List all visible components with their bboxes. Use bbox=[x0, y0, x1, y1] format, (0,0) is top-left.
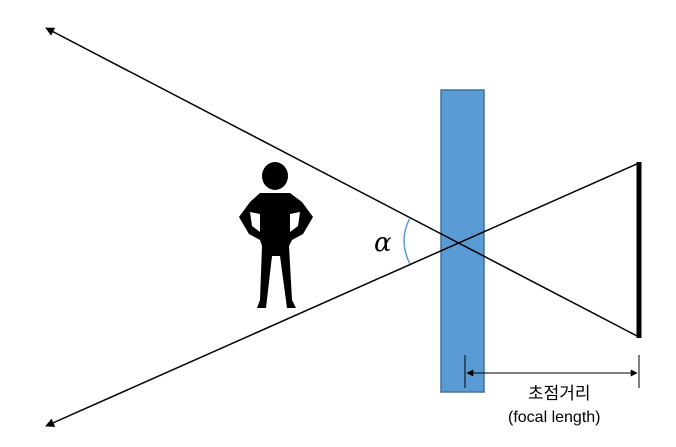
person-icon bbox=[239, 162, 313, 308]
upper-ray bbox=[45, 27, 640, 338]
lower-ray bbox=[45, 162, 640, 427]
focal-length-english-label: (focal length) bbox=[508, 409, 601, 426]
angle-alpha-arc bbox=[403, 217, 411, 265]
focal-length-korean-label: 초점거리 bbox=[528, 384, 591, 404]
angle-alpha-label: α bbox=[374, 228, 392, 258]
